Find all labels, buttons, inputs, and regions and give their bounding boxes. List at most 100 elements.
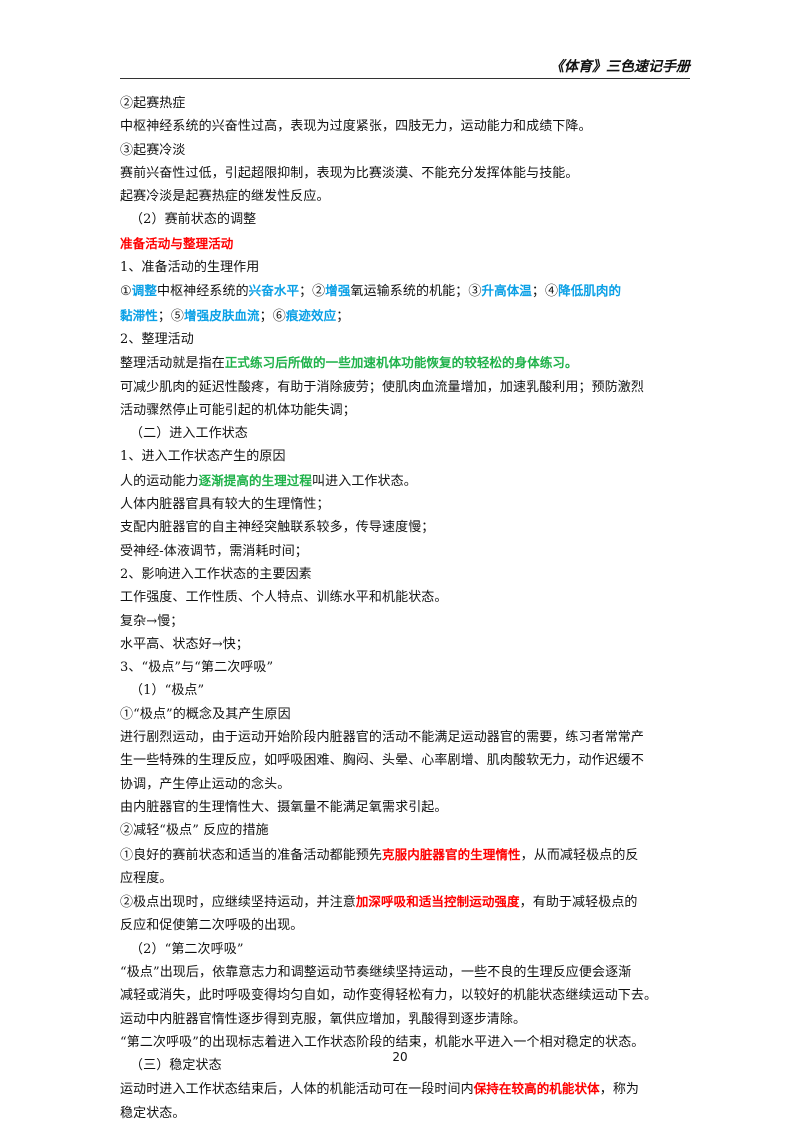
text-line: （2）“第二次呼吸” <box>120 938 690 961</box>
text-line: 1、进入工作状态产生的原因 <box>120 445 690 468</box>
highlighted-text: 逐渐提高的生理过程 <box>198 472 313 488</box>
text-segment: 1、进入工作状态产生的原因 <box>120 449 286 465</box>
text-segment: 应程度。 <box>120 870 173 886</box>
text-segment: 起赛冷淡是起赛热症的继发性反应。 <box>120 189 330 205</box>
text-line: （1）“极点” <box>120 679 690 702</box>
highlighted-text: 兴奋水平 <box>248 283 300 299</box>
text-line: 水平高、状态好→快； <box>120 633 690 656</box>
text-segment: 氧运输系统的机能；③ <box>350 284 482 300</box>
text-line: 准备活动与整理活动 <box>120 232 690 256</box>
text-segment: ；② <box>299 284 326 300</box>
text-segment: “极点”出现后，依靠意志力和调整运动节奏继续坚持运动，一些不良的生理反应便会逐渐 <box>120 964 632 980</box>
text-line: 运动中内脏器官惰性逐步得到克服，氧供应增加，乳酸得到逐步清除。 <box>120 1008 690 1031</box>
text-segment: ①良好的赛前状态和适当的准备活动都能预先 <box>120 847 383 863</box>
text-segment: 水平高、状态好→快； <box>120 636 249 652</box>
text-segment: ②起赛热症 <box>120 96 186 111</box>
text-segment: ；⑤ <box>157 308 185 324</box>
text-line: ①“极点”的概念及其产生原因 <box>120 703 690 726</box>
text-segment: （三）稳定状态 <box>130 1058 222 1074</box>
text-segment: 工作强度、工作性质、个人特点、训练水平和机能状态。 <box>120 590 448 606</box>
text-line: 黏滞性；⑤增强皮肤血流；⑥痕迹效应； <box>120 304 690 328</box>
page-number: 20 <box>392 1050 408 1064</box>
text-segment: 运动时进入工作状态结束后，人体的机能活动可在一段时间内 <box>120 1082 474 1098</box>
text-line: （三）稳定状态 <box>120 1054 690 1077</box>
text-line: 中枢神经系统的兴奋性过高，表现为过度紧张，四肢无力，运动能力和成绩下降。 <box>120 115 690 138</box>
text-segment: ，从而减轻极点的反 <box>520 847 639 863</box>
text-line: 生一些特殊的生理反应，如呼吸困难、胸闷、头晕、心率剧增、肌肉酸软无力，动作迟缓不 <box>120 749 690 772</box>
text-segment: （2）赛前状态的调整 <box>130 212 257 228</box>
text-segment: 由内脏器官的生理惰性大、摄氧量不能满足氧需求引起。 <box>120 799 448 815</box>
text-segment: 复杂→慢； <box>120 613 184 629</box>
highlighted-text: 调整 <box>131 283 157 299</box>
text-line: 整理活动就是指在正式练习后所做的一些加速机体功能恢复的较轻松的身体练习。 <box>120 351 690 375</box>
text-line: 工作强度、工作性质、个人特点、训练水平和机能状态。 <box>120 586 690 609</box>
highlighted-text: 准备活动与整理活动 <box>120 235 234 251</box>
text-line: （2）赛前状态的调整 <box>120 208 690 231</box>
text-segment: （2）“第二次呼吸” <box>130 941 244 957</box>
text-line: ②减轻“极点” 反应的措施 <box>120 819 690 842</box>
text-line: 2、影响进入工作状态的主要因素 <box>120 563 690 586</box>
text-segment: 可减少肌肉的延迟性酸疼，有助于消除疲劳；使肌肉血流量增加，加速乳酸利用；预防激烈 <box>120 379 645 395</box>
highlighted-text: 升高体温 <box>481 283 532 299</box>
text-line: ①调整中枢神经系统的兴奋水平；②增强氧运输系统的机能；③升高体温；④降低肌肉的 <box>120 279 690 303</box>
text-segment: 进行剧烈运动，由于运动开始阶段内脏器官的活动不能满足运动器官的需要，练习者常常产 <box>120 730 645 746</box>
text-line: 协调，产生停止运动的念头。 <box>120 773 690 796</box>
highlighted-text: 增强皮肤血流 <box>184 307 260 323</box>
text-segment: ③起赛冷淡 <box>120 142 186 158</box>
text-line: ①良好的赛前状态和适当的准备活动都能预先克服内脏器官的生理惰性，从而减轻极点的反 <box>120 843 690 867</box>
header-title: 《体育》三色速记手册 <box>550 59 690 75</box>
page-header: 《体育》三色速记手册 <box>120 56 690 79</box>
text-line: 赛前兴奋性过低，引起超限抑制，表现为比赛淡漠、不能充分发挥体能与技能。 <box>120 162 690 185</box>
text-segment: 生一些特殊的生理反应，如呼吸困难、胸闷、头晕、心率剧增、肌肉酸软无力，动作迟缓不 <box>120 753 645 769</box>
text-segment: ①“极点”的概念及其产生原因 <box>120 706 291 722</box>
highlighted-text: 保持在较高的机能状体 <box>473 1081 600 1097</box>
highlighted-text: 增强 <box>325 283 351 299</box>
text-line: ②起赛热症 <box>120 92 690 115</box>
text-segment: ；④ <box>531 284 559 300</box>
text-line: 1、准备活动的生理作用 <box>120 256 690 279</box>
text-line: 起赛冷淡是起赛热症的继发性反应。 <box>120 185 690 208</box>
text-line: 进行剧烈运动，由于运动开始阶段内脏器官的活动不能满足运动器官的需要，练习者常常产 <box>120 726 690 749</box>
text-segment: “第二次呼吸”的出现标志着进入工作状态阶段的结束，机能水平进入一个相对稳定的状态… <box>120 1034 645 1050</box>
highlighted-text: 加深呼吸和适当控制运动强度 <box>355 894 520 910</box>
text-segment: 人的运动能力 <box>120 473 199 489</box>
document-body: ②起赛热症中枢神经系统的兴奋性过高，表现为过度紧张，四肢无力，运动能力和成绩下降… <box>120 92 690 1125</box>
text-segment: 赛前兴奋性过低，引起超限抑制，表现为比赛淡漠、不能充分发挥体能与技能。 <box>120 165 579 181</box>
text-line: 减轻或消失，此时呼吸变得均匀自如，动作变得轻松有力，以较好的机能状态继续运动下去… <box>120 984 690 1007</box>
text-line: 运动时进入工作状态结束后，人体的机能活动可在一段时间内保持在较高的机能状体，称为 <box>120 1077 690 1101</box>
text-segment: 稳定状态。 <box>120 1105 186 1121</box>
text-line: 可减少肌肉的延迟性酸疼，有助于消除疲劳；使肌肉血流量增加，加速乳酸利用；预防激烈 <box>120 376 690 399</box>
text-segment: （1）“极点” <box>130 683 205 699</box>
text-segment: 协调，产生停止运动的念头。 <box>120 776 291 792</box>
text-line: 人体内脏器官具有较大的生理惰性； <box>120 493 690 516</box>
text-line: “极点”出现后，依靠意志力和调整运动节奏继续坚持运动，一些不良的生理反应便会逐渐 <box>120 961 690 984</box>
text-segment: 2、影响进入工作状态的主要因素 <box>120 566 312 582</box>
text-line: 人的运动能力逐渐提高的生理过程叫进入工作状态。 <box>120 469 690 493</box>
highlighted-text: 降低肌肉的 <box>558 283 622 299</box>
text-segment: 中枢神经系统的兴奋性过高，表现为过度紧张，四肢无力，运动能力和成绩下降。 <box>120 119 592 135</box>
text-line: 活动骤然停止可能引起的机体功能失调； <box>120 399 690 422</box>
text-segment: 叫进入工作状态。 <box>312 473 417 489</box>
text-segment: 减轻或消失，此时呼吸变得均匀自如，动作变得轻松有力，以较好的机能状态继续运动下去… <box>120 988 658 1004</box>
text-line: 3、“极点”与“第二次呼吸” <box>120 656 690 679</box>
text-line: 应程度。 <box>120 867 690 890</box>
text-segment: ，有助于减轻极点的 <box>519 895 638 911</box>
text-line: ②极点出现时，应继续坚持运动，并注意加深呼吸和适当控制运动强度，有助于减轻极点的 <box>120 890 690 914</box>
text-segment: 整理活动就是指在 <box>120 356 225 372</box>
highlighted-text: 黏滞性 <box>120 307 158 323</box>
highlighted-text: 痕迹效应 <box>285 307 337 323</box>
text-segment: ②极点出现时，应继续坚持运动，并注意 <box>120 895 356 911</box>
text-line: 反应和促使第二次呼吸的出现。 <box>120 914 690 937</box>
text-segment: ②减轻“极点” 反应的措施 <box>120 823 269 839</box>
text-segment: 反应和促使第二次呼吸的出现。 <box>120 918 304 934</box>
text-segment: 中枢神经系统的 <box>156 284 249 300</box>
text-segment: 2、整理活动 <box>120 331 194 347</box>
text-line: 支配内脏器官的自主神经突触联系较多，传导速度慢； <box>120 516 690 539</box>
text-segment: 受神经-体液调节，需消耗时间； <box>120 543 308 559</box>
text-line: ③起赛冷淡 <box>120 139 690 162</box>
text-segment: 3、“极点”与“第二次呼吸” <box>120 660 274 676</box>
text-line: 由内脏器官的生理惰性大、摄氧量不能满足氧需求引起。 <box>120 796 690 819</box>
text-line: 受神经-体液调节，需消耗时间； <box>120 540 690 563</box>
text-segment: 运动中内脏器官惰性逐步得到克服，氧供应增加，乳酸得到逐步清除。 <box>120 1011 527 1027</box>
text-segment: 活动骤然停止可能引起的机体功能失调； <box>120 402 356 418</box>
